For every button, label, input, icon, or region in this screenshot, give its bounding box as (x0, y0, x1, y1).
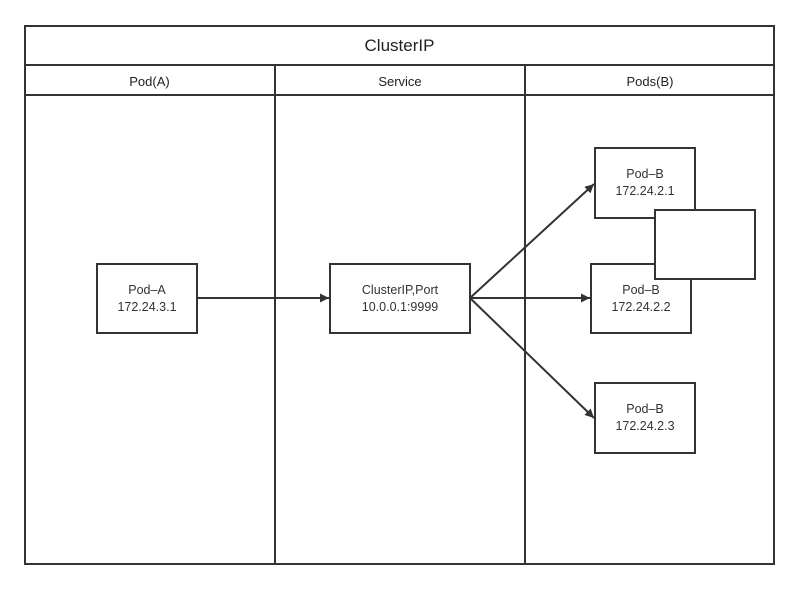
node-service: ClusterIP,Port 10.0.0.1:9999 (329, 263, 471, 334)
lane-header-divider (24, 94, 775, 96)
lane-divider-1 (274, 65, 276, 565)
node-pod-b3-ip: 172.24.2.3 (615, 419, 675, 433)
node-pod-b3: Pod–B 172.24.2.3 (594, 382, 696, 454)
arrow-service-to-pod-b3 (469, 297, 595, 419)
node-pod-a: Pod–A 172.24.3.1 (96, 263, 198, 334)
node-pod-a-name: Pod–A (128, 282, 166, 297)
node-pod-b1-name: Pod–B (626, 167, 664, 181)
node-service-name: ClusterIP,Port (361, 282, 439, 297)
node-blank-overlay (654, 209, 756, 280)
lane-header-pod-a: Pod(A) (129, 73, 170, 89)
node-pod-b3-name: Pod–B (626, 402, 664, 416)
node-pod-b2-name: Pod–B (622, 282, 660, 297)
lane-divider-2 (524, 65, 526, 565)
arrow-service-to-pod-b1 (469, 183, 595, 299)
node-pod-b2-ip: 172.24.2.2 (611, 299, 671, 314)
node-pod-b1-ip: 172.24.2.1 (615, 184, 675, 198)
diagram-title: ClusterIP (364, 35, 435, 55)
node-pod-a-ip: 172.24.3.1 (117, 299, 177, 314)
diagram-frame (24, 25, 775, 565)
lane-header-service: Service (378, 73, 422, 89)
node-pod-b1: Pod–B 172.24.2.1 (594, 147, 696, 219)
lane-header-pods-b: Pods(B) (626, 73, 674, 89)
node-service-endpoint: 10.0.0.1:9999 (361, 299, 439, 314)
title-divider (24, 64, 775, 66)
